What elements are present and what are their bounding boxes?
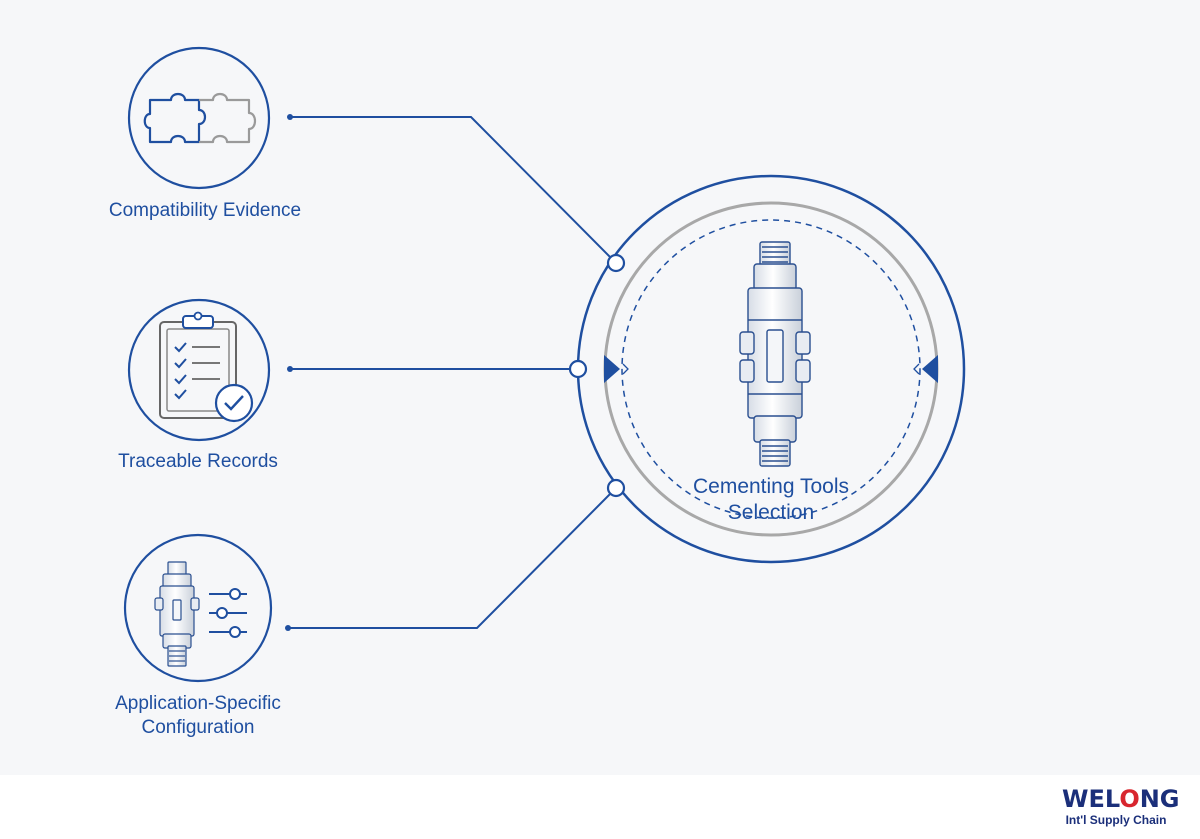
- label-compatibility-evidence: Compatibility Evidence: [108, 200, 302, 221]
- puzzle-icon: [143, 92, 257, 144]
- connector-start-dot: [287, 114, 293, 120]
- arrow-left-icon: [922, 355, 938, 383]
- junction-dot: [606, 478, 626, 498]
- tool-config-icon: [154, 561, 247, 667]
- footer: WELONG Int'l Supply Chain: [0, 775, 1200, 839]
- node-traceable: [127, 298, 271, 442]
- connector-compatibility: [290, 116, 617, 264]
- node-application: [123, 533, 273, 683]
- logo-part: WEL: [1062, 785, 1120, 813]
- center-hub: [568, 174, 966, 564]
- label-line: Application-Specific: [115, 693, 281, 714]
- connector-lines: [288, 116, 617, 629]
- junction-dot: [606, 253, 626, 273]
- check-badge-icon: [214, 383, 254, 423]
- hub-dashed-ring: [621, 219, 921, 519]
- slider-controls-icon: [209, 588, 247, 638]
- clipboard-checklist-icon: [159, 311, 254, 423]
- arrow-right-icon: [604, 355, 620, 383]
- connector-application: [288, 487, 617, 629]
- label-line: Configuration: [141, 717, 255, 738]
- logo-wordmark: WELONG: [1062, 785, 1180, 813]
- label-traceable-records: Traceable Records: [118, 451, 278, 472]
- diagram-svg: [123, 46, 966, 683]
- label-application-specific-configuration: Application-Specific Configuration: [115, 692, 281, 740]
- diagram-canvas: Compatibility Evidence Traceable Records…: [108, 46, 966, 740]
- logo-part: NG: [1139, 785, 1180, 813]
- logo-tagline: Int'l Supply Chain: [1065, 813, 1167, 827]
- node-circle: [123, 533, 273, 683]
- chevron-right-icon: [622, 363, 629, 375]
- junction-dot: [568, 359, 588, 379]
- connector-start-dot: [287, 366, 293, 372]
- center-label: Cementing Tools Selection: [693, 474, 849, 526]
- center-label-line: Selection: [727, 501, 815, 524]
- chevron-left-icon: [913, 363, 920, 375]
- node-circle: [127, 298, 271, 442]
- logo-part-accent: O: [1119, 785, 1140, 813]
- cementing-tool-icon: [739, 241, 811, 467]
- node-circle: [127, 46, 271, 190]
- welong-logo: WELONG Int'l Supply Chain: [1062, 785, 1180, 827]
- connector-start-dot: [285, 625, 291, 631]
- node-compatibility: [127, 46, 271, 190]
- center-label-line: Cementing Tools: [692, 475, 850, 498]
